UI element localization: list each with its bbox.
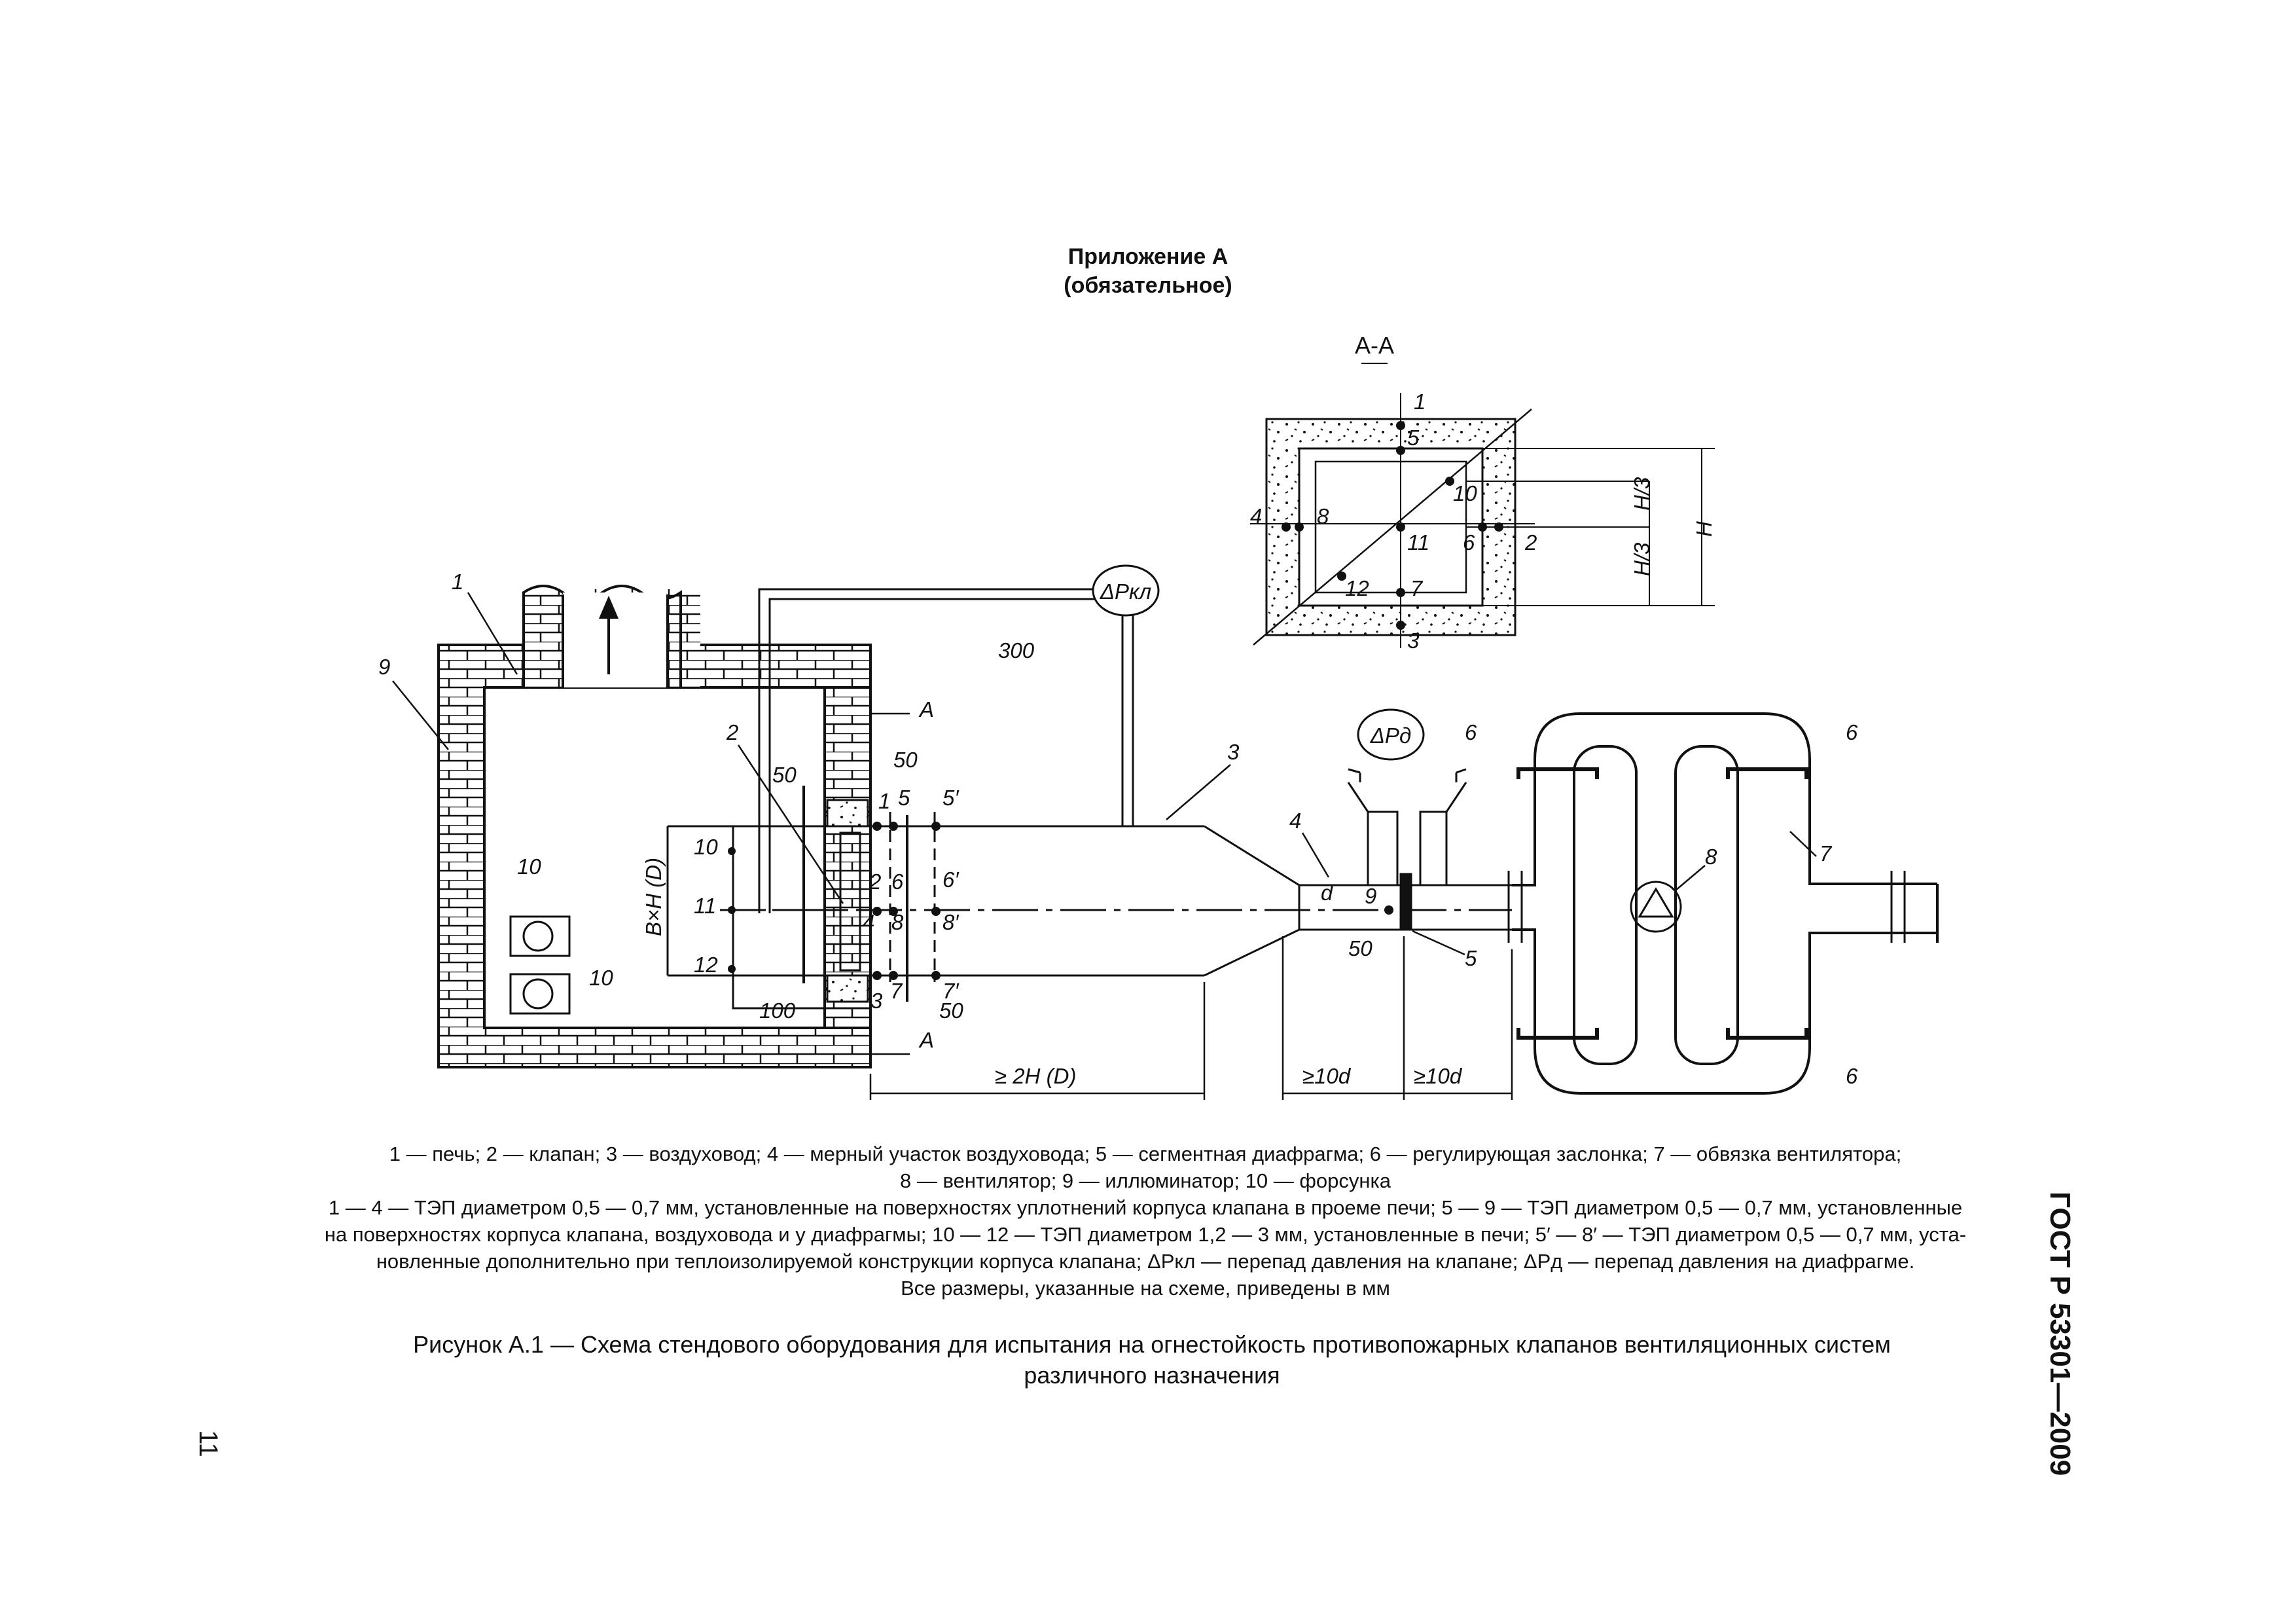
appendix-status: (обязательное)	[1064, 273, 1232, 298]
svg-text:8: 8	[1317, 504, 1329, 528]
callout-10-upper: 10	[517, 854, 541, 879]
caption-line-2: различного назначения	[1024, 1362, 1280, 1389]
valve-gauge-label: ΔPкл	[1100, 579, 1151, 604]
page-number: 11	[194, 1430, 223, 1457]
callout-10-lower: 10	[589, 966, 613, 990]
legend-line-6: Все размеры, указанные на схеме, приведе…	[901, 1277, 1390, 1300]
tep-6-prime: 6′	[942, 867, 960, 892]
figure-legend: 1 — печь; 2 — клапан; 3 — воздуховод; 4 …	[223, 1140, 2068, 1302]
dim-50-diaphragm: 50	[1348, 936, 1372, 960]
legend-line-5: новленные дополнительно при теплоизолиру…	[376, 1250, 1915, 1273]
appendix-heading: Приложение А	[1067, 244, 1229, 269]
fan-binding-7	[1507, 712, 1939, 1095]
tep-8: 8	[891, 910, 904, 934]
tep-5-prime: 5′	[942, 786, 960, 810]
thermocouple-points: 1 2 3 4 5 6 7 8 9 10 11 12 5′ 6′ 7′ 8′	[694, 786, 1393, 1013]
dim-10d-a: ≥10d	[1302, 1064, 1352, 1088]
fan-8	[1630, 881, 1682, 933]
diaphragm-pressure-gauge: ΔPд	[1357, 708, 1425, 761]
dimension-labels: 300 50 50 100 50 50 ≥ 2H (D) ≥10d ≥10d А…	[641, 638, 1463, 1088]
tep-8-prime: 8′	[942, 910, 960, 934]
nozzle-10-upper	[509, 915, 571, 957]
svg-text:4: 4	[1250, 504, 1262, 528]
legend-line-1: 1 — печь; 2 — клапан; 3 — воздуховод; 4 …	[389, 1142, 1902, 1165]
callout-9: 9	[378, 655, 390, 679]
tep-11: 11	[694, 894, 716, 918]
diaphragm-gauge-label: ΔPд	[1370, 723, 1411, 748]
dim-300: 300	[998, 638, 1035, 663]
callout-7: 7	[1820, 841, 1833, 866]
dim-h3-upper: H/3	[1630, 477, 1654, 511]
dimension-lines	[666, 712, 1513, 1100]
tep-1: 1	[878, 789, 890, 813]
legend-line-2: 8 — вентилятор; 9 — иллюминатор; 10 — фо…	[900, 1169, 1391, 1192]
figure-caption: Рисунок А.1 — Схема стендового оборудова…	[288, 1329, 2016, 1391]
dim-50-bottom: 50	[939, 998, 963, 1023]
dim-10d-b: ≥10d	[1414, 1064, 1463, 1088]
dim-2h: ≥ 2H (D)	[995, 1064, 1076, 1088]
section-a-a: А-А 1 5 10 4 8 11 6 2 12 7 3 H/3 H/3 H	[1250, 332, 1716, 653]
dim-h3-lower: H/3	[1630, 542, 1654, 576]
standard-identifier: ГОСТ Р 53301—2009	[2044, 1192, 2076, 1476]
svg-text:2: 2	[1524, 530, 1537, 555]
nozzle-10-lower	[509, 973, 571, 1015]
tep-5: 5	[898, 786, 910, 810]
dampers-6	[1516, 767, 1808, 1040]
callout-1: 1	[452, 570, 463, 594]
svg-text:6: 6	[1463, 530, 1475, 555]
legend-line-4: на поверхностях корпуса клапана, воздухо…	[324, 1223, 1967, 1246]
furnace	[437, 585, 872, 1068]
callout-2: 2	[726, 720, 738, 744]
callout-5: 5	[1465, 946, 1477, 970]
callout-labels: 1 2 3 4 5 6 6 6 7 8 9 10 10	[378, 570, 1858, 1088]
tep-12: 12	[694, 953, 718, 977]
dim-bxh: B×H (D)	[641, 858, 666, 936]
tep-4: 4	[863, 910, 874, 934]
valve-pressure-gauge: ΔPкл	[1092, 564, 1160, 617]
tep-2: 2	[869, 869, 881, 894]
svg-text:11: 11	[1407, 530, 1429, 555]
section-mark-top: А	[918, 697, 934, 721]
tep-3: 3	[870, 989, 883, 1013]
callout-8: 8	[1705, 845, 1717, 869]
callout-6-right: 6	[1846, 720, 1858, 744]
tep-7: 7	[890, 979, 903, 1003]
callout-4: 4	[1289, 809, 1301, 833]
tep-6: 6	[891, 869, 904, 894]
svg-text:7: 7	[1410, 576, 1424, 600]
section-title: А-А	[1355, 332, 1394, 359]
dim-50-top: 50	[772, 763, 797, 787]
tep-7-prime: 7′	[942, 979, 960, 1003]
callout-6-bottom: 6	[1846, 1064, 1858, 1088]
dim-50-right: 50	[893, 748, 918, 772]
svg-text:1: 1	[1414, 390, 1426, 414]
dim-d: d	[1321, 881, 1334, 905]
svg-text:5: 5	[1407, 426, 1420, 450]
svg-text:12: 12	[1345, 576, 1369, 600]
legend-line-3: 1 — 4 — ТЭП диаметром 0,5 — 0,7 мм, уста…	[328, 1196, 1963, 1219]
callout-6-left: 6	[1465, 720, 1477, 744]
caption-line-1: Рисунок А.1 — Схема стендового оборудова…	[413, 1331, 1891, 1358]
tep-9: 9	[1365, 884, 1376, 908]
appendix-title: Приложение А (обязательное)	[0, 242, 2296, 300]
dim-100: 100	[759, 998, 796, 1023]
tep-10: 10	[694, 835, 718, 859]
diaphragm-section	[1347, 768, 1467, 930]
svg-text:3: 3	[1407, 629, 1420, 653]
pressure-tube-valve	[758, 588, 1134, 913]
svg-text:10: 10	[1453, 481, 1477, 505]
dim-h: H	[1692, 521, 1716, 537]
callout-3: 3	[1227, 740, 1240, 764]
section-mark-bottom: А	[918, 1028, 934, 1052]
